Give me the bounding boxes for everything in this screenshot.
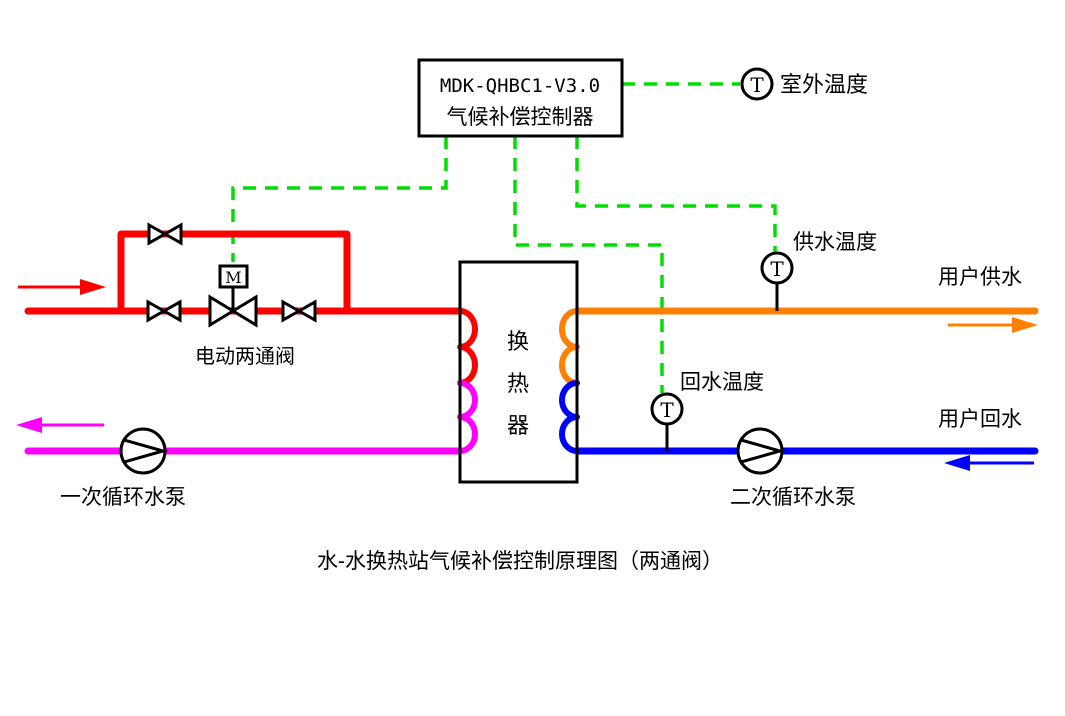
primary-coil-top (457, 308, 478, 386)
valve-body (208, 294, 258, 328)
outdoor-sensor-symbol: T (750, 73, 764, 97)
outdoor-temperature-label: 室外温度 (780, 73, 868, 98)
user-supply-arrow (948, 317, 1038, 333)
primary-inlet-arrow (18, 279, 106, 295)
signal-wire-valve (231, 136, 448, 262)
heat-exchanger-char-2: 热 (507, 372, 529, 397)
signal-wire-supply-sensor (575, 136, 777, 253)
primary-circulation-pump (119, 427, 169, 475)
controller-model: MDK-QHBC1-V3.0 (440, 75, 600, 97)
heat-exchanger-char-1: 换 (507, 330, 529, 355)
signal-wires (231, 82, 777, 393)
supply-sensor-symbol: T (770, 257, 784, 281)
primary-return-line (24, 380, 478, 455)
user-supply-label: 用户供水 (938, 265, 1022, 289)
valve-right-check-valve (281, 299, 317, 323)
return-temperature-sensor: T (650, 392, 684, 451)
heat-exchanger-char-3: 器 (507, 414, 529, 439)
secondary-circulation-pump (736, 427, 786, 475)
supply-temperature-sensor: T (760, 251, 794, 311)
primary-pump-label: 一次循环水泵 (60, 485, 186, 509)
secondary-pump-label: 二次循环水泵 (730, 485, 856, 509)
valve-actuator-symbol: M (225, 268, 241, 287)
secondary-supply-line (559, 307, 1039, 386)
electric-two-way-valve: M 电动两通阀 (195, 264, 295, 368)
heat-exchanger-box (458, 260, 579, 484)
user-return-label: 用户回水 (938, 407, 1022, 431)
outdoor-temperature-sensor: T (740, 67, 774, 101)
valve-actuator (218, 264, 249, 289)
controller-name: 气候补偿控制器 (447, 105, 594, 129)
bypass-pipe (117, 230, 351, 315)
user-return-arrow (944, 455, 1034, 471)
primary-coil-bottom (457, 380, 478, 454)
diagram-caption: 水-水换热站气候补偿控制原理图（两通阀） (317, 549, 723, 573)
return-sensor-symbol: T (660, 398, 674, 422)
bypass-check-valve (147, 222, 183, 246)
return-temperature-label: 回水温度 (680, 370, 764, 394)
secondary-coil-bottom (559, 380, 580, 454)
signal-wire-return-sensor (513, 136, 664, 393)
valve-left-check-valve (146, 299, 182, 323)
supply-temperature-label: 供水温度 (793, 230, 877, 254)
flow-arrows (16, 279, 1038, 471)
primary-outlet-arrow (16, 417, 104, 433)
climate-compensation-controller: MDK-QHBC1-V3.0 气候补偿控制器 (417, 58, 624, 138)
valve-label: 电动两通阀 (195, 344, 295, 368)
secondary-coil-top (559, 308, 580, 386)
